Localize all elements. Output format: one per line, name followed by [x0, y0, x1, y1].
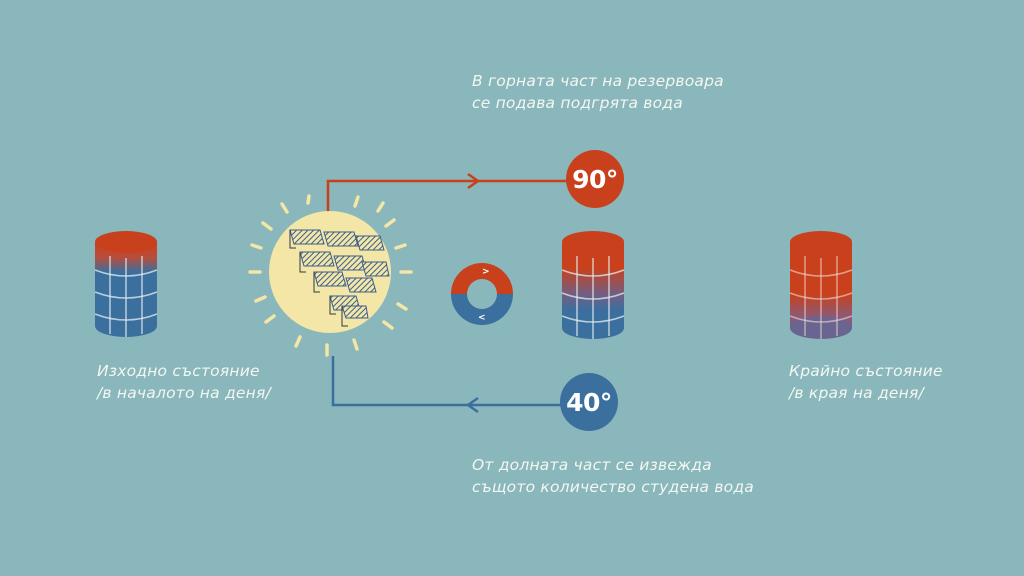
circulation-ring-icon	[451, 263, 513, 325]
final-caption-line1: Крайно състояние	[789, 362, 943, 380]
tank-middle-icon	[561, 231, 625, 339]
hot-temperature-value: 90°	[572, 164, 618, 194]
cold-temperature-badge: 40°	[560, 373, 618, 431]
initial-state-caption: Изходно състояние /в началото на деня/	[97, 360, 271, 404]
final-state-caption: Крайно състояние /в края на деня/	[789, 360, 943, 404]
hot-temperature-badge: 90°	[566, 150, 624, 208]
hot-caption-line1: В горната част на резервоара	[472, 72, 724, 90]
cold-caption-line2: същото количество студена вода	[472, 478, 754, 496]
tank-initial-icon	[94, 231, 158, 337]
tank-final-icon	[789, 231, 853, 339]
final-caption-line2: /в края на деня/	[789, 384, 924, 402]
sun-with-solar-panels-icon	[248, 194, 413, 357]
cold-caption-line1: От долната част се извежда	[472, 456, 712, 474]
hot-water-flow-arrow	[326, 172, 568, 214]
initial-caption-line1: Изходно състояние	[97, 362, 260, 380]
cycle-arrow-bottom: <	[478, 313, 486, 323]
cold-water-flow-arrow	[331, 356, 562, 414]
cold-temperature-value: 40°	[566, 387, 612, 417]
hot-caption-line2: се подава подгрята вода	[472, 94, 683, 112]
hot-water-caption: В горната част на резервоара се подава п…	[472, 70, 724, 114]
cycle-arrow-top: >	[482, 267, 490, 277]
cold-water-caption: От долната част се извежда същото количе…	[472, 454, 754, 498]
initial-caption-line2: /в началото на деня/	[97, 384, 271, 402]
